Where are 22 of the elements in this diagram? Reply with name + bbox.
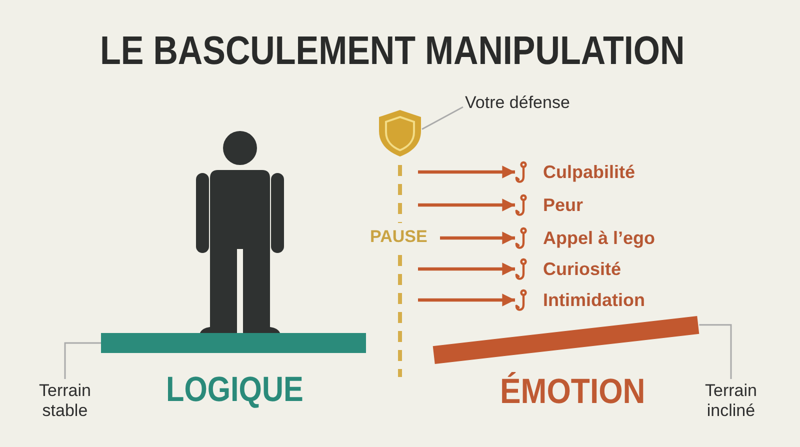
arrow xyxy=(440,232,515,244)
leader-line xyxy=(64,342,101,379)
shield-icon xyxy=(378,109,422,157)
title: LE BASCULEMENT MANIPULATION xyxy=(100,28,685,74)
hook-label: Culpabilité xyxy=(543,161,636,183)
leader-line xyxy=(422,106,464,130)
hook-label: Curiosité xyxy=(543,258,622,280)
callout-label: Terrain incliné xyxy=(705,381,757,421)
arrow xyxy=(418,198,515,212)
platform-bar xyxy=(101,333,366,353)
hook-label: Intimidation xyxy=(543,289,645,311)
hook-label: Appel à l’ego xyxy=(543,227,656,249)
arrow xyxy=(418,166,515,178)
callout-label: Terrain stable xyxy=(39,381,91,421)
zone-label: ÉMOTION xyxy=(500,372,646,412)
pause-label: PAUSE xyxy=(370,227,428,247)
callout-label: Votre défense xyxy=(465,93,570,113)
leader-line xyxy=(699,324,732,379)
zone-label: LOGIQUE xyxy=(166,370,304,410)
hook-label: Peur xyxy=(543,194,584,216)
arrow xyxy=(418,262,515,276)
arrow xyxy=(418,294,515,306)
